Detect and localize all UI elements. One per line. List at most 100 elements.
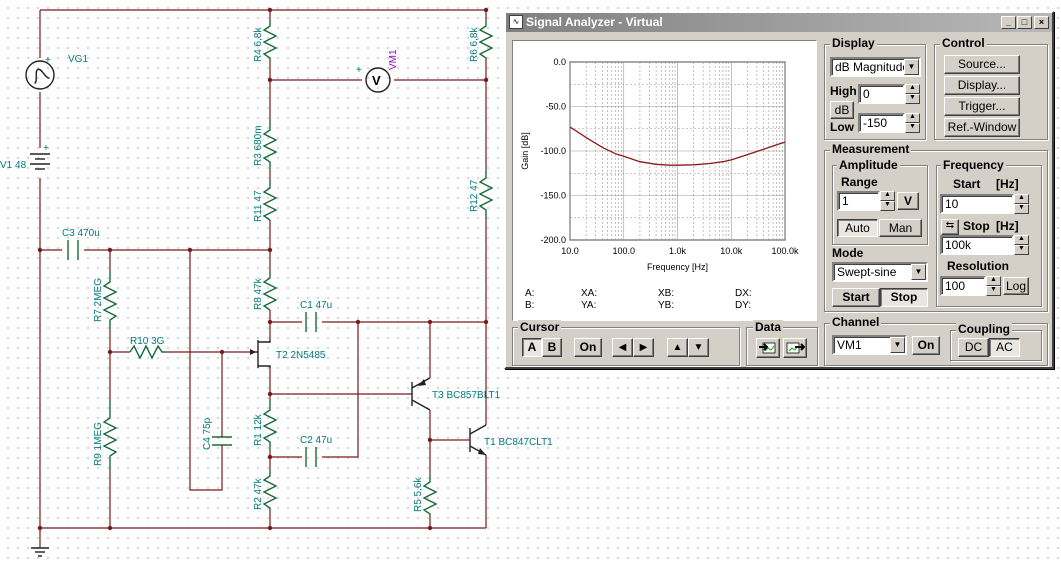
measurement-title: Measurement — [830, 142, 912, 156]
resistor-r8[interactable]: R8 47k — [253, 270, 278, 311]
transistor-t3[interactable]: T3 BC857BLT1 — [411, 377, 501, 411]
resistor-r2[interactable]: R2 47k — [253, 470, 278, 510]
stop-freq-label: Stop — [963, 219, 990, 233]
y-tick-label: -50.0 — [545, 102, 566, 112]
coupling-ac-button[interactable]: AC — [989, 338, 1020, 357]
data-import-icon[interactable] — [756, 338, 780, 358]
voltmeter-vm1[interactable]: V + VM1 — [356, 49, 399, 93]
cursor-xb-readout: XB: — [658, 288, 675, 299]
stop-freq-input[interactable]: 100k — [940, 235, 1014, 255]
resistor-r5[interactable]: R5 5,6k — [413, 475, 438, 515]
source-button[interactable]: Source... — [944, 55, 1020, 74]
man-button[interactable]: Man — [879, 219, 922, 237]
low-value-stepper[interactable]: ▲▼ — [905, 113, 920, 133]
r12-label: R12 47 — [469, 179, 480, 212]
cursor-on-button[interactable]: On — [574, 338, 602, 357]
resistor-r6[interactable]: R6 6,8k — [469, 20, 494, 62]
cursor-left-icon[interactable]: ◀ — [612, 338, 633, 357]
cursor-a-button[interactable]: A — [522, 338, 542, 357]
chevron-down-icon[interactable]: ▼ — [890, 337, 905, 353]
resolution-input[interactable]: 100 — [940, 276, 986, 296]
signal-source-vg1[interactable]: + VG1 — [25, 54, 88, 90]
maximize-button[interactable]: □ — [1017, 16, 1032, 29]
cursor-right-icon[interactable]: ▶ — [633, 338, 654, 357]
ground-symbol — [31, 547, 49, 557]
r7-label: R7 2MEG — [93, 278, 104, 322]
db-button[interactable]: dB — [830, 101, 854, 119]
resolution-stepper[interactable]: ▲▼ — [986, 276, 1001, 296]
r6-label: R6 6,8k — [469, 27, 480, 62]
cursor-yb-readout: YB: — [658, 300, 675, 311]
transistor-t2[interactable]: T2 2N5485 — [250, 340, 326, 368]
x-tick-label: 10.0 — [561, 246, 579, 256]
range-unit-button[interactable]: V — [897, 192, 919, 210]
resistor-r1[interactable]: R1 12k — [253, 400, 278, 450]
resistor-r12[interactable]: R12 47 — [469, 170, 494, 220]
vg1-label: VG1 — [68, 54, 88, 65]
v1-label: V1 48 — [0, 160, 27, 171]
r5-label: R5 5,6k — [413, 477, 424, 512]
display-title: Display — [830, 36, 877, 50]
start-freq-unit: [Hz] — [996, 177, 1019, 191]
chevron-down-icon[interactable]: ▼ — [904, 59, 919, 75]
coupling-dc-button[interactable]: DC — [958, 338, 989, 357]
y-tick-label: -150.0 — [540, 191, 566, 201]
chevron-down-icon[interactable]: ▼ — [911, 264, 926, 280]
cursor-down-icon[interactable]: ▼ — [688, 338, 709, 357]
auto-button[interactable]: Auto — [837, 219, 878, 237]
display-settings-button[interactable]: Display... — [944, 76, 1020, 95]
measurement-group — [824, 150, 1048, 312]
mode-select[interactable]: Swept-sine ▼ — [832, 262, 928, 282]
r3-label: R3 680m — [253, 125, 264, 166]
cursor-up-icon[interactable]: ▲ — [667, 338, 688, 357]
range-stepper[interactable]: ▲▼ — [880, 191, 895, 211]
link-freq-button[interactable]: ⇆ — [941, 219, 959, 235]
stop-freq-stepper[interactable]: ▲▼ — [1014, 235, 1029, 255]
cursor-b-button[interactable]: B — [542, 338, 562, 357]
start-freq-stepper[interactable]: ▲▼ — [1014, 194, 1029, 214]
cursor-xa-readout: XA: — [581, 288, 598, 299]
display-mode-select[interactable]: dB Magnitude ▼ — [830, 57, 921, 77]
r1-label: R1 12k — [253, 413, 264, 446]
close-button[interactable]: × — [1034, 16, 1049, 29]
high-value-stepper[interactable]: ▲▼ — [905, 84, 920, 104]
resistor-r9[interactable]: R9 1MEG — [93, 400, 118, 470]
battery-v1[interactable]: + V1 48 — [0, 143, 50, 171]
start-freq-input[interactable]: 10 — [940, 194, 1014, 214]
channel-on-button[interactable]: On — [912, 336, 940, 355]
transistor-t1[interactable]: T1 BC847CLT1 — [462, 424, 553, 456]
capacitor-c4[interactable]: C4 75p — [202, 417, 232, 455]
resolution-label: Resolution — [947, 259, 1009, 273]
sweep-stop-button[interactable]: Stop — [880, 288, 928, 307]
resistor-r10[interactable]: R10 3G — [129, 336, 165, 360]
t3-label: T3 BC857BLT1 — [432, 390, 501, 401]
capacitor-c2[interactable]: C2 47u — [300, 435, 332, 467]
channel-select[interactable]: VM1 ▼ — [832, 335, 907, 355]
high-value-input[interactable]: 0 — [858, 84, 905, 104]
chart-grid — [569, 61, 786, 241]
data-export-icon[interactable] — [783, 338, 807, 358]
resistor-r3[interactable]: R3 680m — [253, 120, 278, 170]
resistor-r4[interactable]: R4 6,8k — [253, 20, 278, 62]
resistor-r11[interactable]: R11 47 — [253, 180, 278, 222]
t1-label: T1 BC847CLT1 — [484, 437, 553, 448]
v1-plus: + — [43, 143, 49, 154]
resistor-r7[interactable]: R7 2MEG — [93, 270, 118, 330]
x-tick-label: 1.0k — [669, 246, 687, 256]
log-button[interactable]: Log — [1003, 277, 1029, 295]
sweep-start-button[interactable]: Start — [832, 288, 880, 307]
analyzer-icon: ∿ — [509, 15, 523, 29]
mode-title: Mode — [830, 246, 866, 260]
capacitor-c3[interactable]: C3 470u — [62, 228, 100, 260]
ref-window-button[interactable]: Ref.-Window — [944, 118, 1020, 137]
c4-label: C4 75p — [202, 417, 213, 450]
title-bar[interactable]: ∿ Signal Analyzer - Virtual _ □ × — [506, 13, 1052, 32]
minimize-button[interactable]: _ — [1001, 16, 1016, 29]
trigger-button[interactable]: Trigger... — [944, 97, 1020, 116]
low-value-input[interactable]: -150 — [858, 113, 905, 133]
range-input[interactable]: 1 — [837, 191, 880, 211]
capacitor-c1[interactable]: C1 47u — [300, 300, 332, 332]
